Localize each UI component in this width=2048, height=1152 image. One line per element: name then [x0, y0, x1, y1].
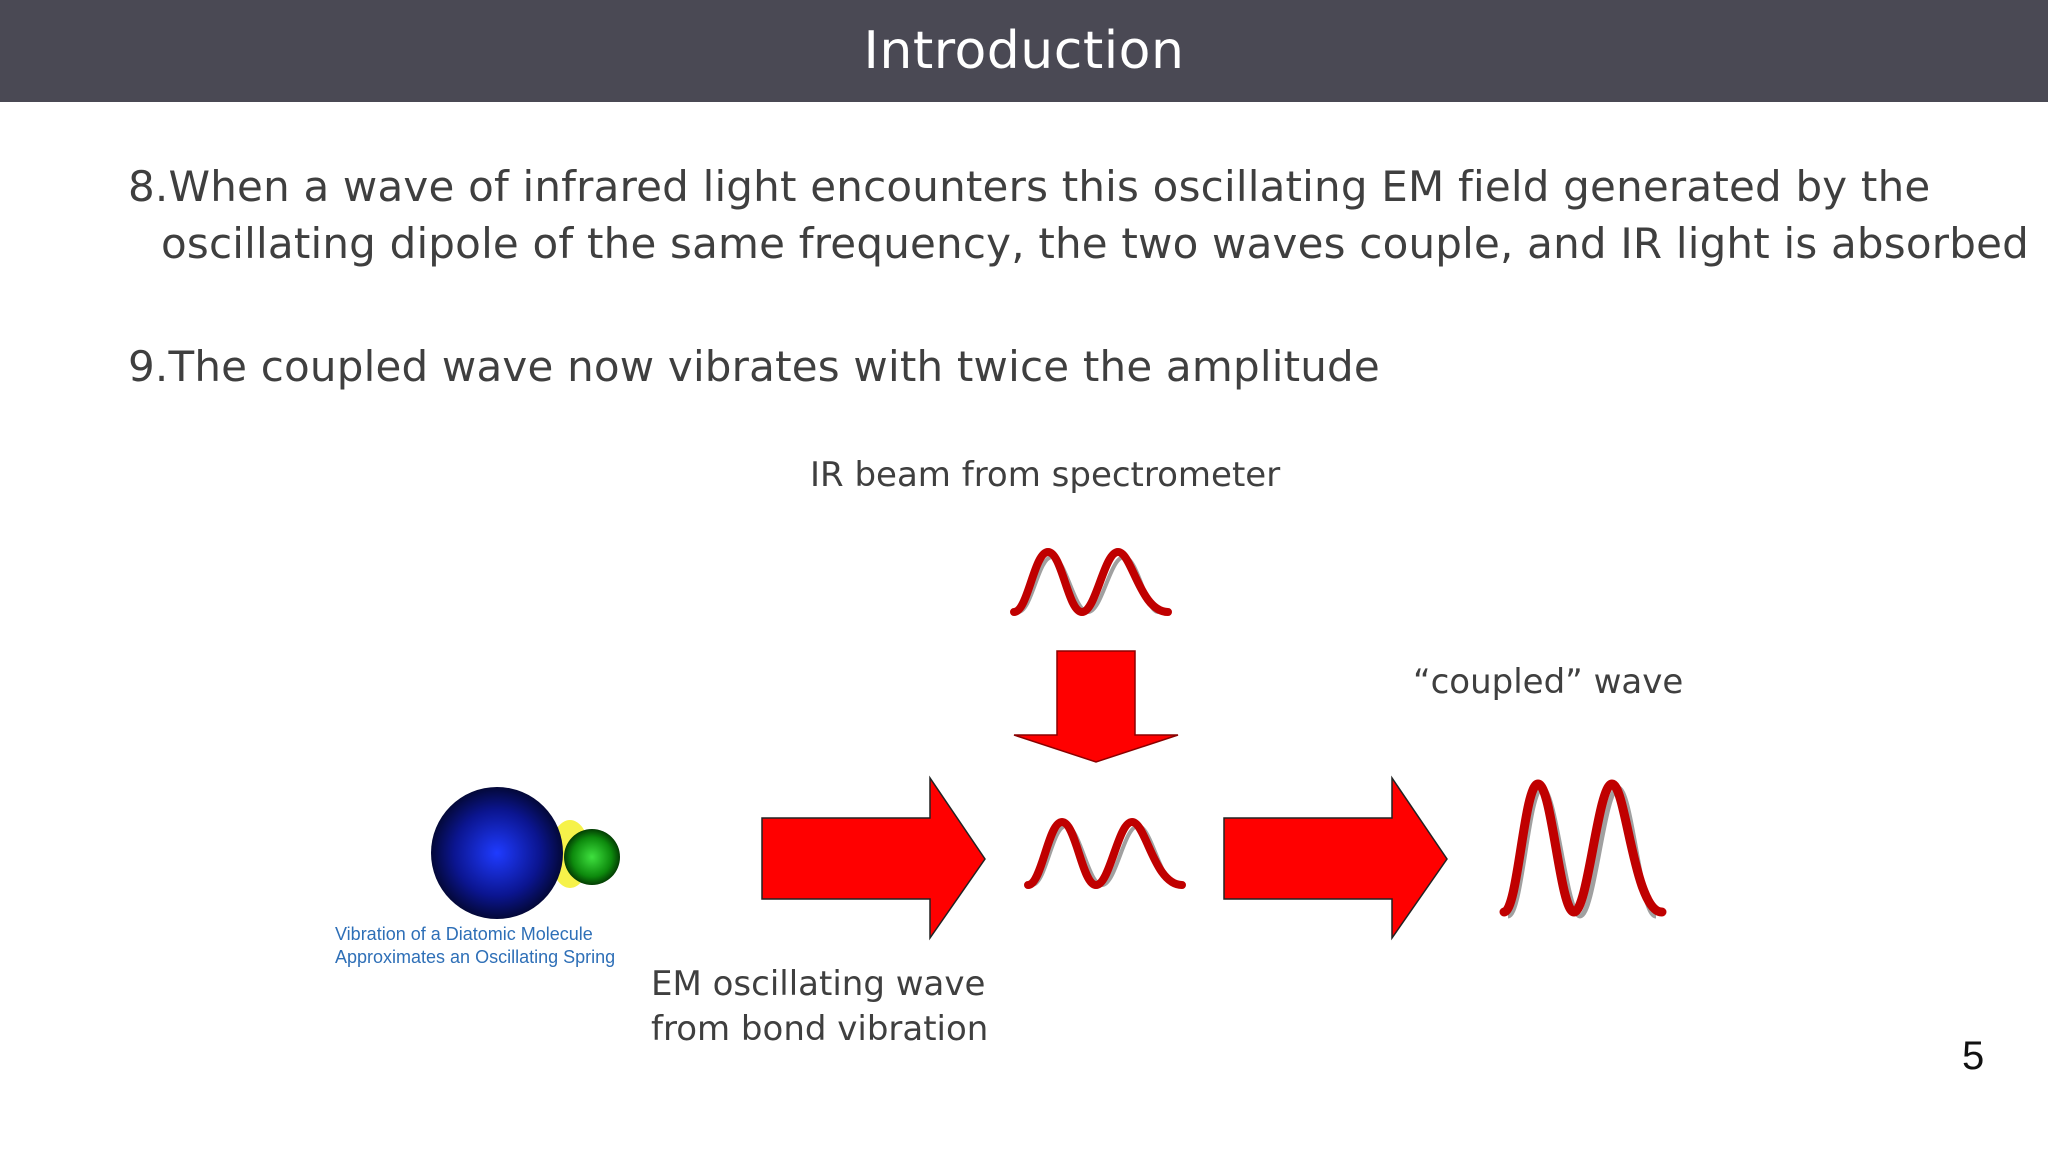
- em-wave-label: EM oscillating wave from bond vibration: [651, 962, 988, 1052]
- right-arrow-right-icon: [1223, 775, 1448, 941]
- diatomic-molecule: [431, 787, 620, 919]
- bullet-8-number: 8.: [128, 162, 169, 211]
- large-atom: [431, 787, 563, 919]
- molecule-caption-line-1: Vibration of a Diatomic Molecule: [335, 924, 593, 944]
- bullet-9-text-1: The coupled wave now vibrates with twice…: [168, 342, 1380, 391]
- right-arrow-left-icon: [761, 775, 986, 941]
- bullet-8-line-2: oscillating dipole of the same frequency…: [161, 219, 2029, 268]
- molecule-caption: Vibration of a Diatomic Molecule Approxi…: [335, 923, 615, 969]
- em-wave-label-line-1: EM oscillating wave: [651, 964, 986, 1004]
- down-arrow-icon: [1013, 650, 1179, 763]
- coupled-wave-icon: [1499, 779, 1667, 919]
- bullet-8-line-1: 8.When a wave of infrared light encounte…: [128, 158, 2029, 215]
- bullet-8: 8.When a wave of infrared light encounte…: [128, 158, 2029, 272]
- page-number: 5: [1962, 1034, 1985, 1078]
- title-bar: [0, 0, 2048, 102]
- molecule-caption-line-2: Approximates an Oscillating Spring: [335, 947, 616, 967]
- bullet-9-line-1: 9.The coupled wave now vibrates with twi…: [128, 338, 1380, 395]
- em-wave-label-line-2: from bond vibration: [651, 1009, 989, 1049]
- small-atom: [564, 829, 620, 885]
- ir-beam-label: IR beam from spectrometer: [810, 455, 1281, 495]
- slide-title: Introduction: [863, 21, 1185, 81]
- em-wave-icon: [1024, 818, 1186, 889]
- bullet-9: 9.The coupled wave now vibrates with twi…: [128, 338, 1380, 395]
- bullet-9-number: 9.: [128, 342, 169, 391]
- coupled-wave-label: “coupled” wave: [1413, 662, 1684, 702]
- bullet-8-text-1: When a wave of infrared light encounters…: [168, 162, 1931, 211]
- ir-beam-wave-icon: [1010, 548, 1172, 616]
